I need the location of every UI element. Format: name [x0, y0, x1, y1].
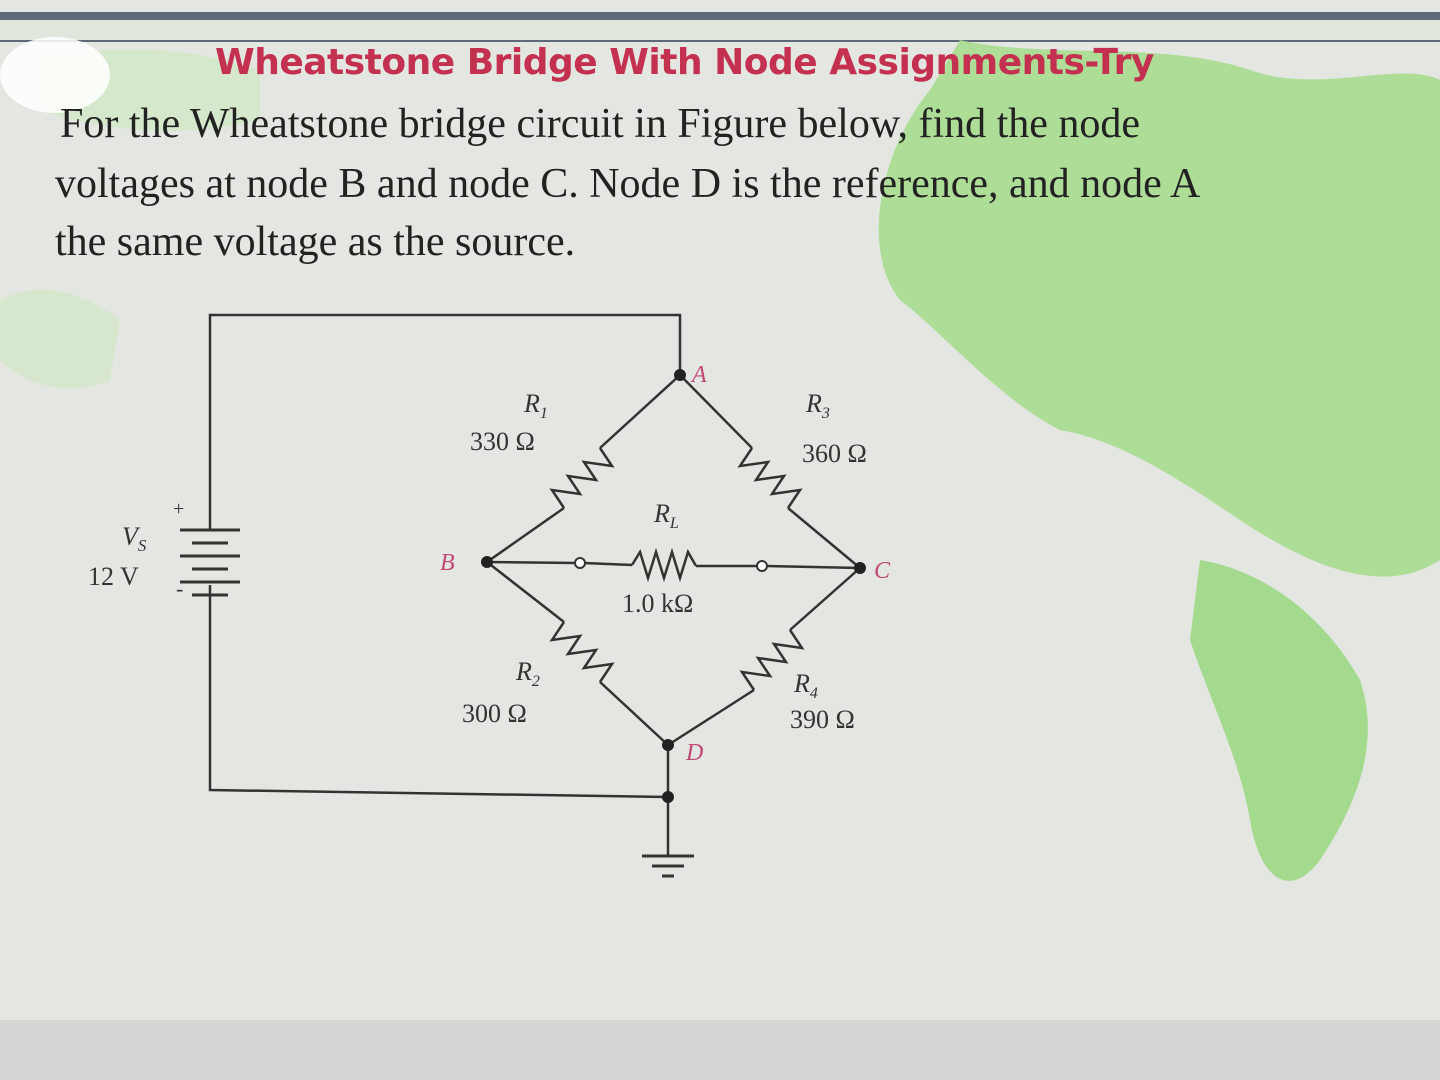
r1-wire-lower: [486, 506, 565, 564]
r4-wire-upper: [789, 567, 861, 631]
battery-symbol: [180, 528, 240, 597]
r4-name-label: R4: [793, 669, 818, 702]
r2-wire-upper: [486, 561, 565, 623]
node-d-dot: [662, 739, 674, 751]
source-minus-sign: -: [176, 576, 183, 601]
r2-resistor-zigzag: [549, 621, 615, 683]
r4-resistor-zigzag: [739, 629, 805, 691]
rl-terminal-right: [756, 560, 768, 572]
rl-wire-left: [486, 560, 577, 565]
rl-resistor-zigzag: [630, 547, 698, 583]
node-b-dot: [481, 556, 493, 568]
r2-name-label: R2: [515, 657, 540, 690]
rl-terminal-left: [574, 557, 586, 569]
glare-spot: [0, 37, 110, 113]
top-wire: [208, 313, 682, 530]
r1-resistor-zigzag: [549, 447, 615, 509]
ground-junction-dot: [662, 791, 674, 803]
problem-text-line-3: the same voltage as the source.: [55, 219, 576, 265]
r4-wire-lower: [667, 688, 755, 747]
bottom-wire: [208, 585, 669, 799]
node-a-label: A: [690, 362, 707, 388]
source-value-label: 12 V: [88, 562, 139, 591]
r1-wire-upper: [599, 374, 681, 449]
problem-text-line-2: voltages at node B and node C. Node D is…: [55, 161, 1201, 207]
rl-value-label: 1.0 kΩ: [622, 589, 693, 618]
r3-resistor-zigzag: [737, 447, 803, 509]
r3-wire-upper: [679, 374, 753, 449]
node-c-dot: [854, 562, 866, 574]
problem-text-line-1: For the Wheatstone bridge circuit in Fig…: [60, 101, 1141, 147]
rl-wire-right-2: [765, 564, 861, 570]
slide-title: Wheatstone Bridge With Node Assignments-…: [215, 42, 1154, 83]
node-c-label: C: [874, 558, 891, 584]
node-a-dot: [674, 369, 686, 381]
r3-value-label: 360 Ω: [802, 439, 867, 468]
r2-wire-lower: [599, 681, 669, 746]
ground-symbol: [642, 854, 694, 878]
r3-wire-lower: [787, 507, 861, 569]
r2-value-label: 300 Ω: [462, 699, 527, 728]
source-plus-sign: +: [173, 498, 184, 520]
r3-name-label: R3: [805, 389, 830, 422]
r1-value-label: 330 Ω: [470, 427, 535, 456]
source-name-label: VS: [122, 522, 147, 555]
node-b-label: B: [440, 550, 455, 576]
rl-name-label: RL: [653, 499, 679, 532]
r1-name-label: R1: [523, 389, 548, 422]
node-d-label: D: [685, 740, 703, 766]
r4-value-label: 390 Ω: [790, 705, 855, 734]
rl-wire-left-2: [583, 561, 633, 567]
